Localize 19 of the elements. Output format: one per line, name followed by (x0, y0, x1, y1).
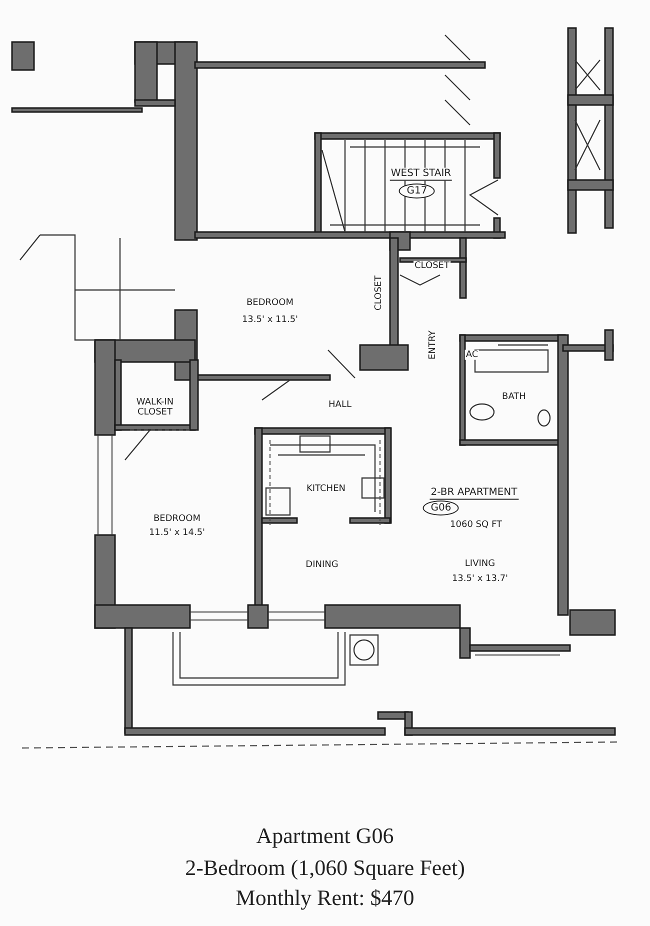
room-label: CLOSET (414, 260, 450, 272)
room-label: 1060 SQ FT (449, 520, 503, 530)
caption-line: Apartment G06 (255, 825, 395, 847)
room-tag: G06 (422, 500, 460, 516)
room-tag: G17 (398, 184, 436, 198)
room-label: 2-BR APARTMENT (430, 486, 518, 500)
room-label: AC (464, 350, 480, 360)
room-label: BEDROOM (246, 298, 294, 308)
room-label: BEDROOM (152, 514, 202, 524)
room-label: CLOSET (374, 274, 384, 312)
caption-line: Monthly Rent: $470 (234, 887, 416, 909)
room-label: 11.5' x 14.5' (148, 528, 206, 538)
room-label: LIVING (464, 558, 496, 570)
room-label: DINING (304, 560, 340, 570)
room-label: WEST STAIR (390, 168, 452, 180)
room-label: KITCHEN (306, 484, 346, 494)
caption-line: 2-Bedroom (1,060 Square Feet) (184, 857, 466, 879)
room-label: 13.5' x 13.7' (450, 574, 510, 584)
room-label: 13.5' x 11.5' (240, 314, 300, 326)
